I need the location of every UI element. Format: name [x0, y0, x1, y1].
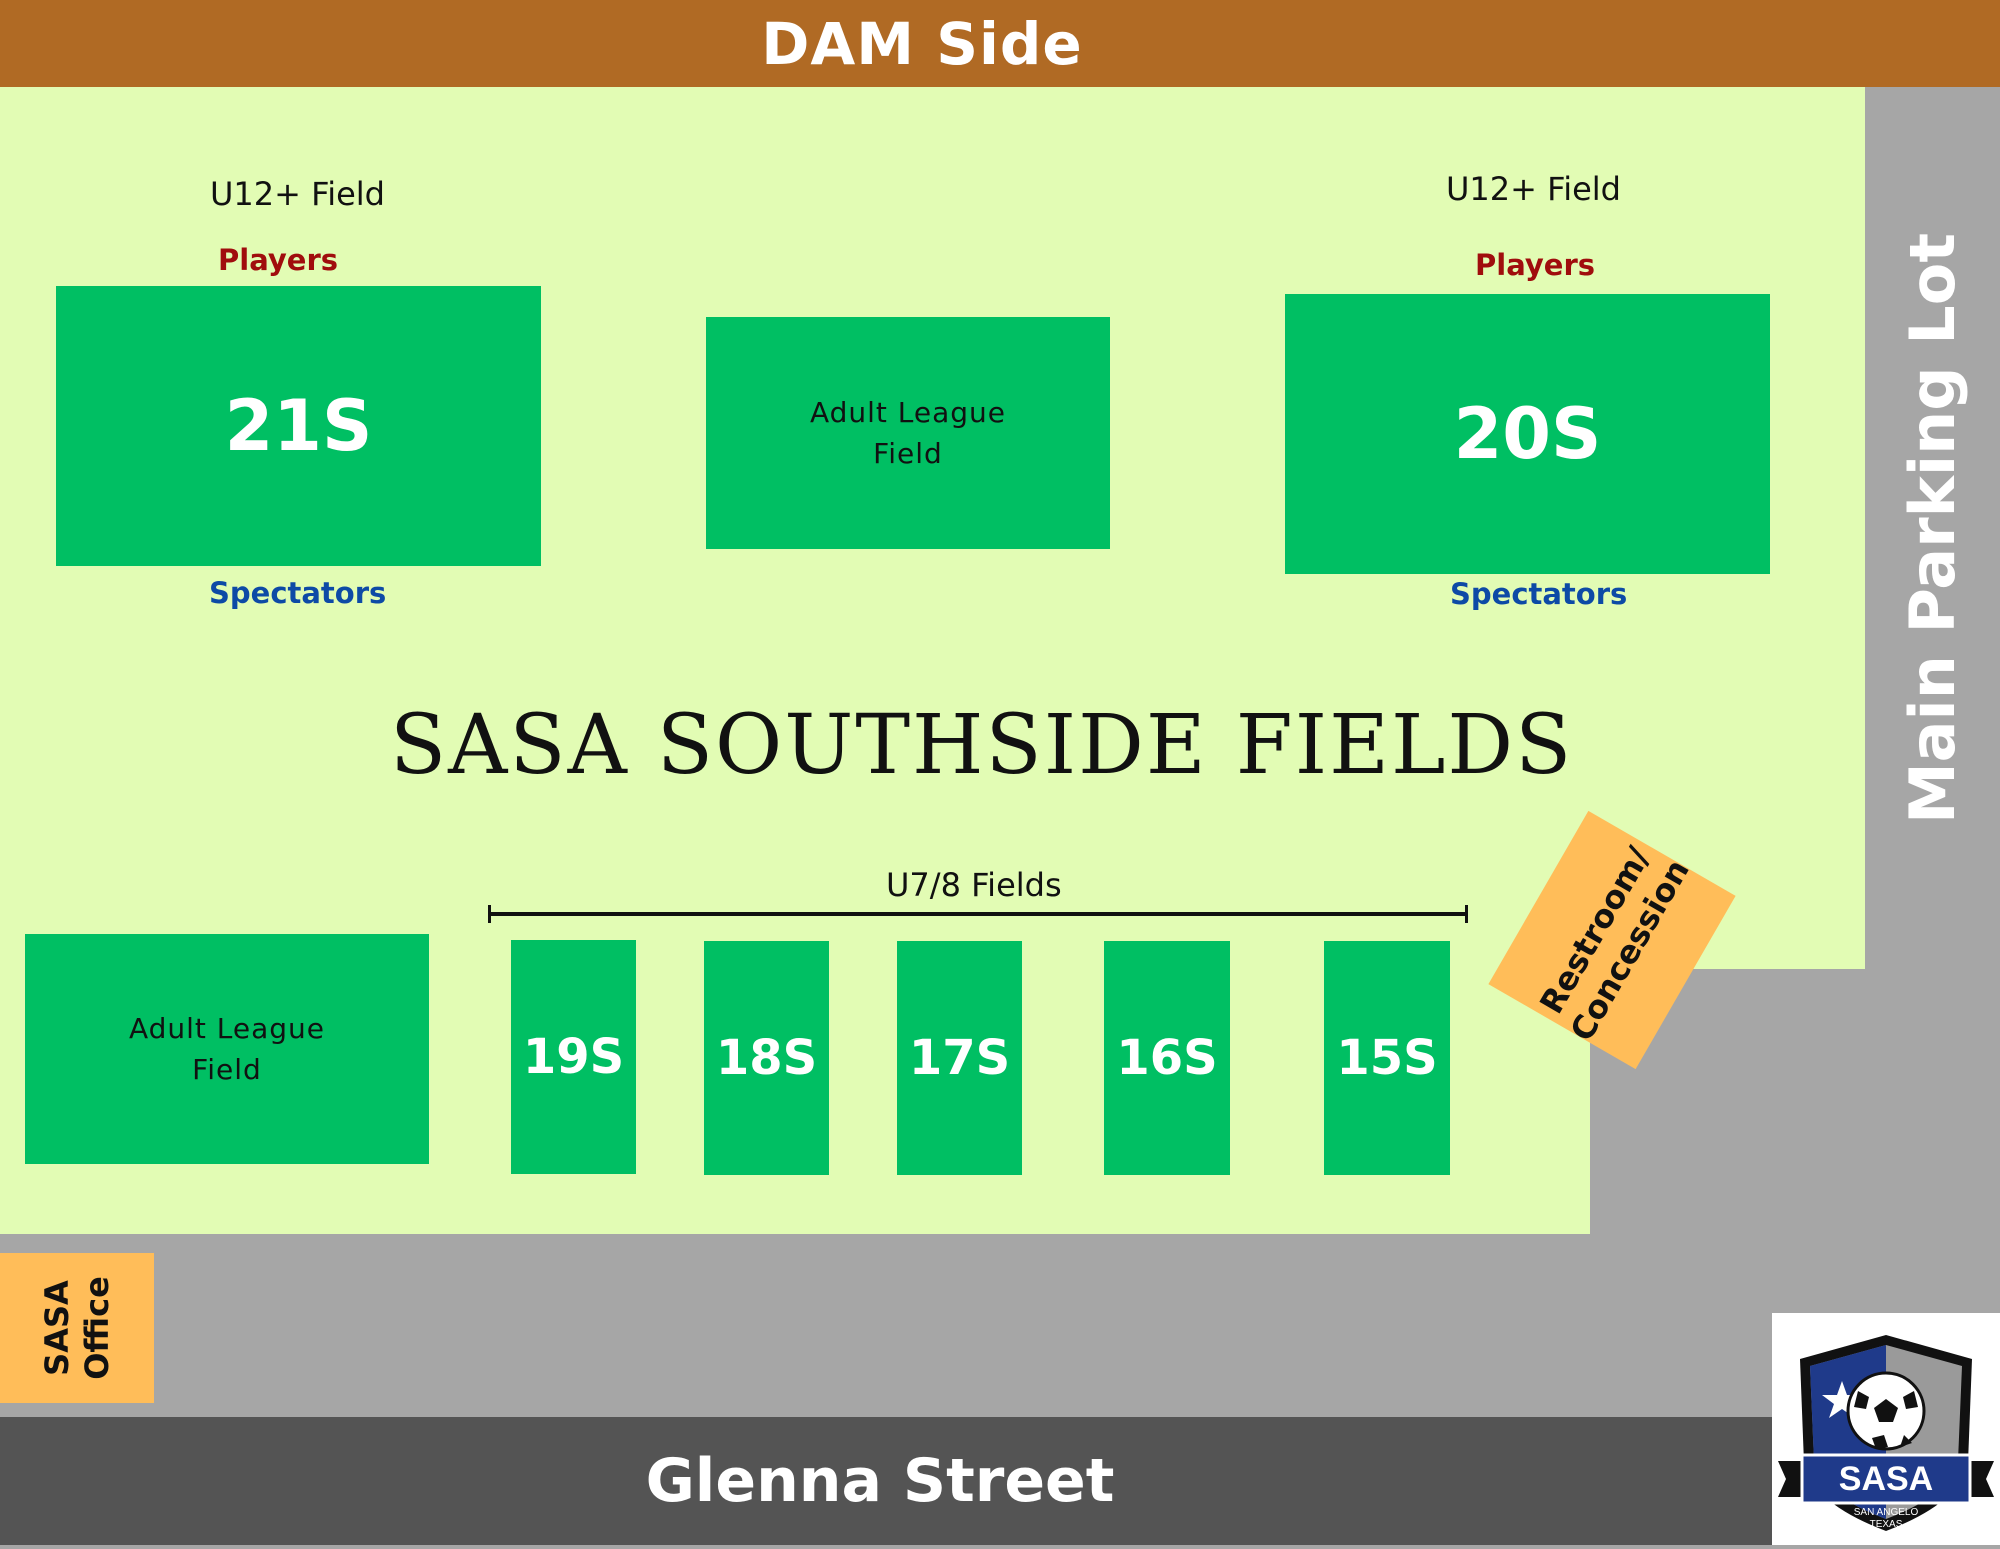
glenna-street-bar: Glenna Street [0, 1417, 1772, 1545]
logo-name: SASA [1839, 1460, 1933, 1498]
field-18s-label: 18S [715, 1030, 818, 1086]
adult-league-top-line2: Field [873, 437, 943, 470]
logo-sub2: TEXAS [1870, 1519, 1903, 1530]
field-15s-label: 15S [1336, 1030, 1438, 1086]
field-20s-players-label: Players [1475, 248, 1596, 282]
adult-league-bottom-line2: Field [192, 1053, 262, 1086]
u78-bracket-right-tick [1465, 905, 1468, 923]
field-21s[interactable]: 21S [56, 286, 541, 566]
field-20s[interactable]: 20S [1285, 294, 1770, 574]
adult-league-field-bottom[interactable]: Adult League Field [25, 934, 429, 1164]
dam-side-bar: DAM Side [0, 0, 2000, 87]
sasa-office-building[interactable]: SASA Office [0, 1253, 154, 1403]
field-16s[interactable]: 16S [1104, 941, 1230, 1175]
map-title: SASA SOUTHSIDE FIELDS [390, 698, 1574, 793]
main-parking-lot-label: Main Parking Lot [1896, 232, 1969, 824]
adult-league-top-line1: Adult League [809, 396, 1007, 429]
adult-league-bottom-line1: Adult League [128, 1012, 326, 1045]
sasa-shield-icon: SASA SAN ANGELO TEXAS [1778, 1335, 1994, 1531]
field-21s-category: U12+ Field [210, 175, 385, 213]
glenna-street-label: Glenna Street [645, 1446, 1115, 1516]
field-15s[interactable]: 15S [1324, 941, 1450, 1175]
field-16s-label: 16S [1116, 1030, 1218, 1086]
field-21s-label: 21S [224, 385, 373, 467]
logo-sub1: SAN ANGELO [1854, 1507, 1919, 1518]
field-19s[interactable]: 19S [511, 940, 636, 1174]
field-18s[interactable]: 18S [704, 941, 829, 1175]
field-17s-label: 17S [908, 1030, 1011, 1086]
office-line2: Office [78, 1276, 116, 1380]
main-parking-lot-area: Main Parking Lot [1865, 87, 2000, 969]
office-line1: SASA [38, 1280, 76, 1376]
u78-bracket-left-tick [488, 905, 491, 923]
field-19s-label: 19S [522, 1029, 625, 1085]
u78-bracket-line [488, 912, 1468, 916]
field-21s-players-label: Players [218, 243, 339, 277]
field-20s-label: 20S [1453, 393, 1602, 475]
dam-side-label: DAM Side [761, 9, 1083, 78]
field-20s-category: U12+ Field [1446, 170, 1621, 208]
adult-league-field-top[interactable]: Adult League Field [706, 317, 1110, 549]
field-21s-spectators-label: Spectators [209, 576, 387, 610]
field-17s[interactable]: 17S [897, 941, 1022, 1175]
u78-fields-label: U7/8 Fields [886, 866, 1062, 904]
field-20s-spectators-label: Spectators [1450, 577, 1628, 611]
sasa-logo: SASA SAN ANGELO TEXAS [1772, 1313, 2000, 1545]
